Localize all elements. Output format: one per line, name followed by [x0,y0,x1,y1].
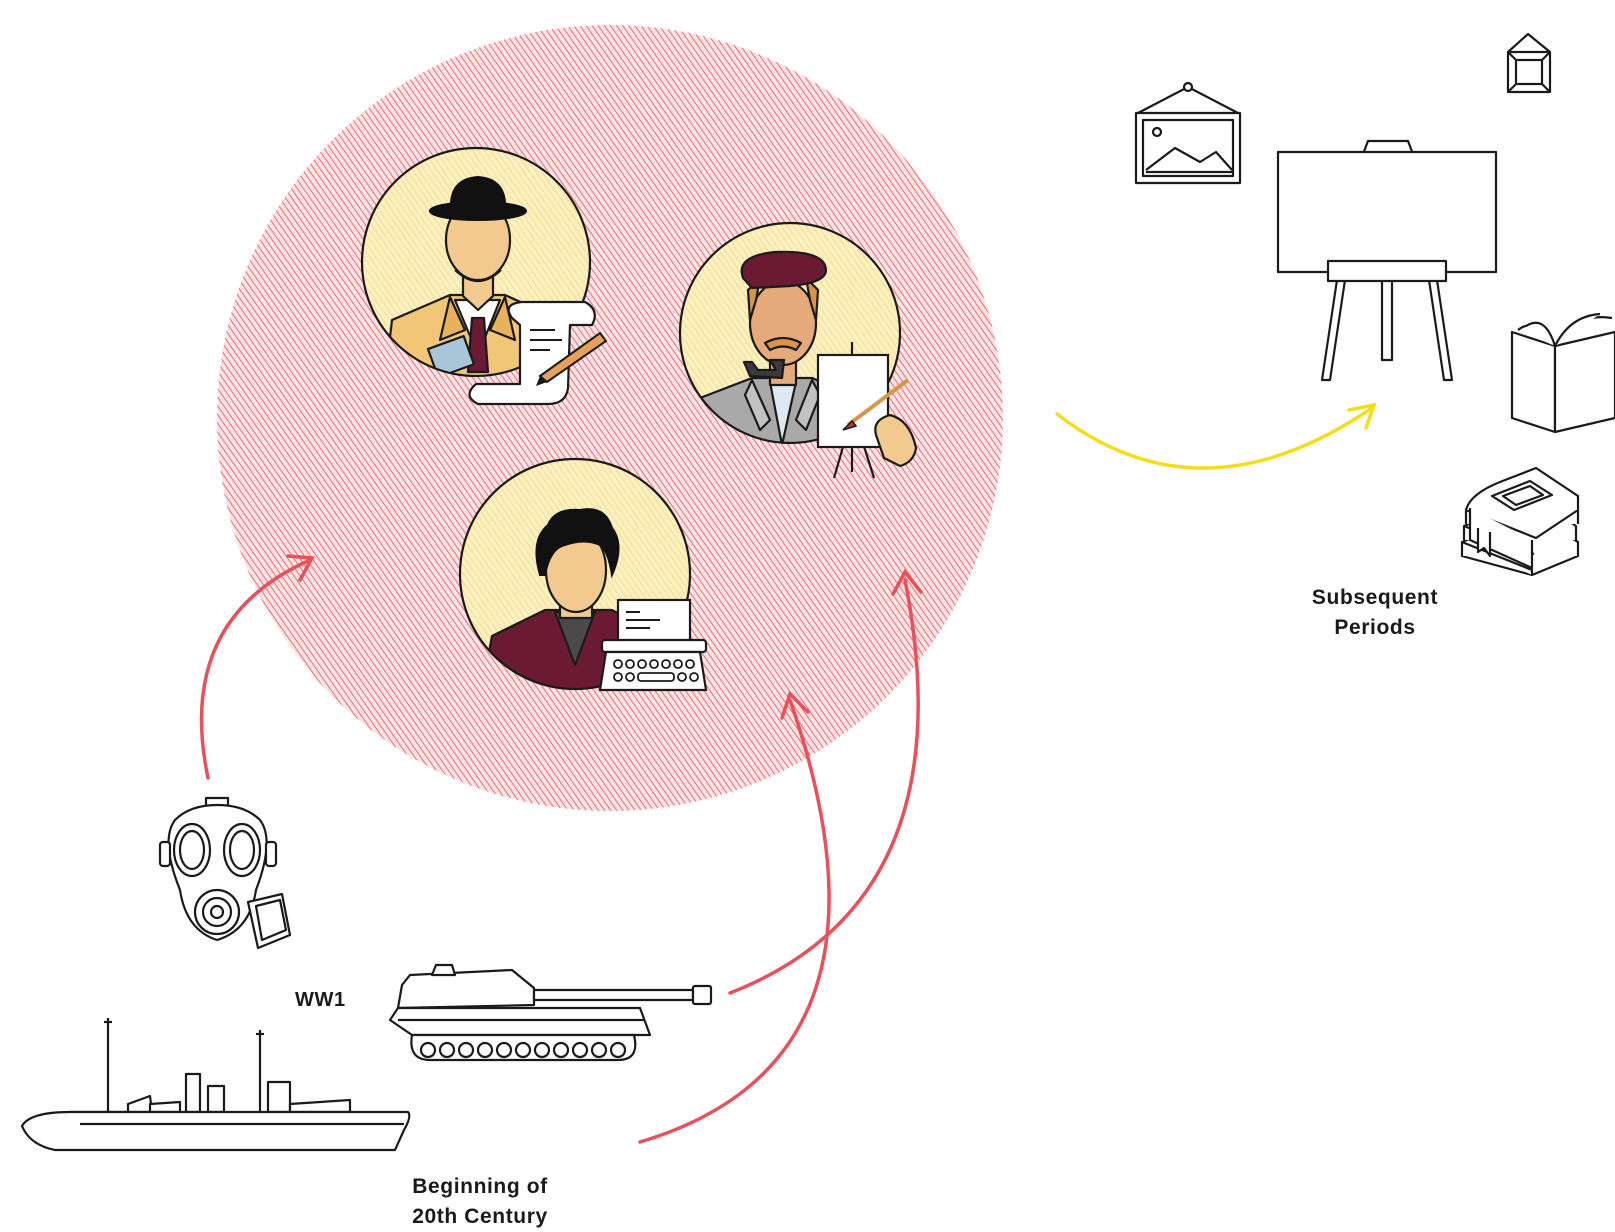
subsequent-periods-label: Subsequent Periods [1290,583,1460,643]
subsequent-label-line-1: Subsequent [1311,586,1439,609]
battleship-icon [20,1018,411,1152]
ww1-label: WW1 [295,989,346,1011]
writer-portrait-icon [360,146,608,406]
author-portrait-icon [458,457,708,692]
painter-portrait-icon [678,221,918,479]
subsequent-label-line-2: Periods [1334,616,1416,639]
arrow-beginning-to-circle [638,698,831,1144]
small-frame-icon [1506,32,1552,94]
open-book-icon [1510,312,1615,434]
yellow-arrow [1055,402,1377,470]
red-arrows [199,554,923,1144]
arrow-tank-to-circle [728,578,920,995]
framed-picture-icon [1134,81,1242,185]
beginning-label-line-1: Beginning of [412,1175,548,1198]
book-stack-icon [1460,466,1580,577]
beginning-label-line-2: 20th Century [412,1205,548,1228]
tank-icon [388,963,713,1062]
beginning-20th-century-label: Beginning of 20th Century [380,1172,580,1232]
easel-icon [1276,139,1498,382]
gas-mask-icon [158,796,292,950]
arrow-gasmask-to-circle [199,558,312,780]
